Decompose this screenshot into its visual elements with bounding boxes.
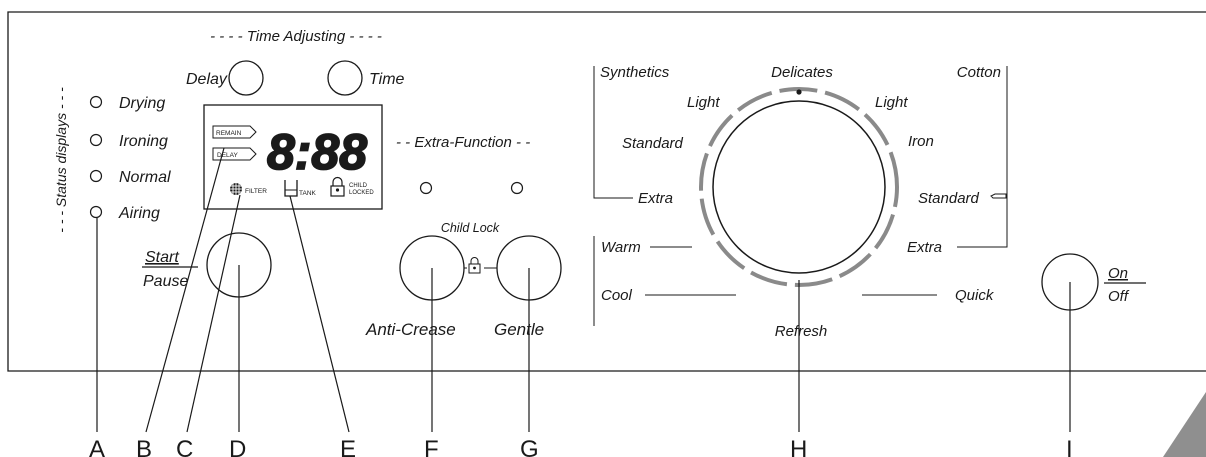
extra-function-label: - - Extra-Function - -: [396, 134, 530, 151]
anti-crease-label: Anti-Crease: [365, 320, 456, 339]
filter-label: FILTER: [245, 188, 267, 195]
dial-label-iron: Iron: [908, 133, 934, 150]
callout-c: C: [176, 436, 193, 457]
child-lock-label: Child Lock: [441, 221, 500, 235]
dial-label-cotton: Cotton: [957, 64, 1001, 81]
status-led-drying: [89, 95, 103, 109]
delay-indicator-label: DELAY: [217, 152, 238, 159]
dial-label-quick: Quick: [955, 287, 995, 304]
remain-indicator: [212, 125, 257, 139]
callout-a: A: [89, 436, 105, 457]
callout-g: G: [520, 436, 539, 457]
dial-label-extra-right: Extra: [907, 239, 942, 256]
dial-label-extra-left: Extra: [638, 190, 673, 207]
on-label: On: [1108, 265, 1128, 282]
callout-d: D: [229, 436, 246, 457]
gentle-label: Gentle: [494, 320, 544, 339]
status-displays-title: - - - Status displays - - -: [53, 87, 69, 233]
dial-label-delicates: Delicates: [771, 64, 833, 81]
extra-function-led-left: [419, 181, 433, 195]
dial-label-cool: Cool: [601, 287, 633, 304]
dial-label-synthetics: Synthetics: [600, 64, 670, 81]
extra-function-led-right: [510, 181, 524, 195]
dial-label-standard-right: Standard: [918, 190, 980, 207]
dial-label-refresh: Refresh: [775, 323, 828, 340]
remain-indicator-label: REMAIN: [216, 130, 242, 137]
status-label-normal: Normal: [119, 169, 171, 186]
status-led-ironing: [89, 133, 103, 147]
status-led-airing: [89, 205, 103, 219]
status-label-drying: Drying: [119, 95, 165, 112]
time-adjusting-label: - - - - Time Adjusting - - - -: [210, 28, 382, 45]
corner-triangle: [1163, 392, 1206, 457]
child-locked-label-2: LOCKED: [349, 190, 374, 196]
delay-button[interactable]: [228, 60, 264, 96]
status-label-ironing: Ironing: [119, 133, 168, 150]
dial-label-standard-left: Standard: [622, 135, 684, 152]
callout-h: H: [790, 436, 807, 457]
callout-line-e: [289, 195, 350, 433]
panel-outline: [7, 11, 1206, 372]
callout-b: B: [136, 436, 152, 457]
delay-indicator: [212, 147, 257, 161]
digit-display: 8:88: [267, 124, 367, 180]
tank-icon: [284, 180, 298, 197]
child-lock-icon: [330, 176, 345, 197]
time-button[interactable]: [327, 60, 363, 96]
callout-e: E: [340, 436, 356, 457]
dial-label-light-right: Light: [875, 94, 908, 111]
start-label: Start: [145, 249, 179, 266]
pause-label: Pause: [143, 273, 188, 290]
callout-line-b: [145, 147, 225, 433]
status-led-normal: [89, 169, 103, 183]
child-lock-small-icon: [468, 257, 481, 274]
tank-label: TANK: [299, 190, 317, 197]
callout-i: I: [1066, 436, 1073, 457]
standard-leader-tab: [990, 193, 1007, 199]
filter-icon: [230, 183, 242, 195]
program-dial-pointer-dot: [796, 89, 802, 95]
status-label-airing: Airing: [118, 205, 160, 222]
dial-label-light-left: Light: [687, 94, 720, 111]
delay-button-label: Delay: [186, 71, 228, 88]
callout-f: F: [424, 436, 439, 457]
child-locked-label-1: CHILD: [349, 183, 368, 189]
off-label: Off: [1108, 288, 1130, 305]
time-button-label: Time: [369, 71, 405, 88]
cotton-bracket: [957, 66, 1008, 248]
program-dial-knob[interactable]: [712, 100, 886, 274]
callout-line-c: [186, 194, 241, 433]
dial-label-warm: Warm: [601, 239, 641, 256]
synthetics-bracket: [593, 66, 633, 199]
